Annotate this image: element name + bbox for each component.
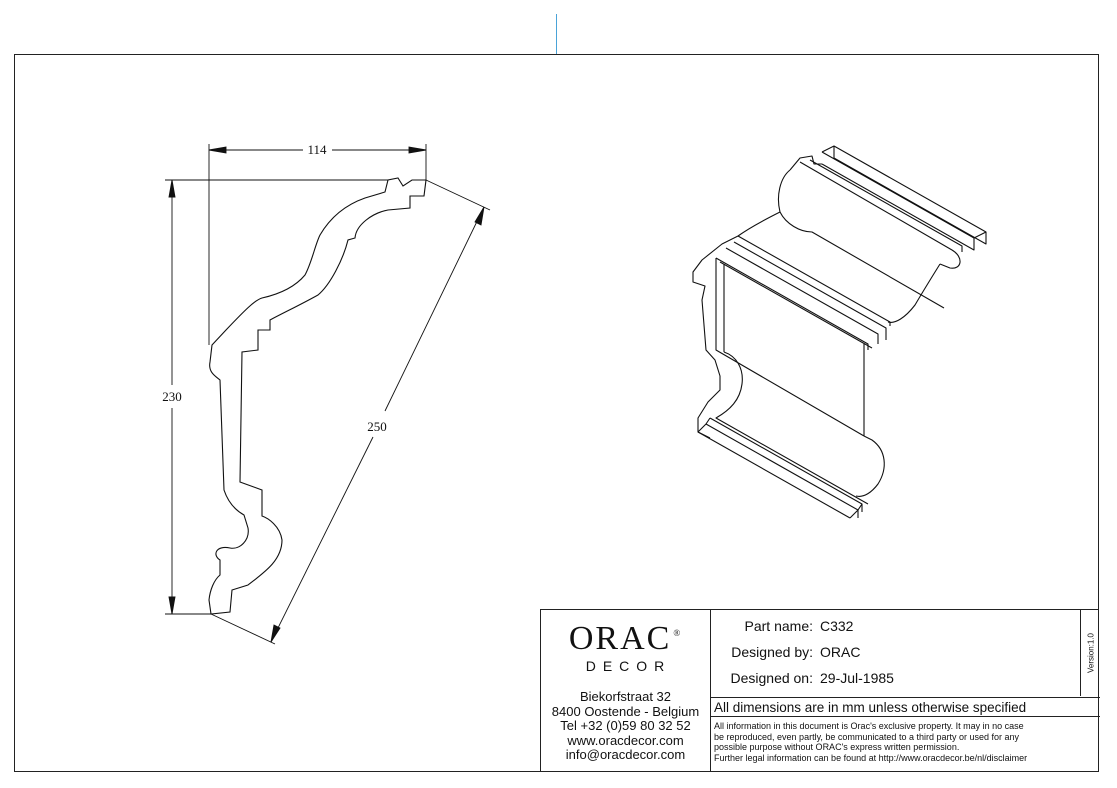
drawing-frame [14, 54, 1099, 772]
arrow-head [168, 179, 176, 198]
legal-line: be reproduced, even partly, be communica… [714, 731, 1020, 742]
version-cell: Version:1.0 [1080, 610, 1101, 696]
legal-line: Further legal information can be found a… [714, 752, 1028, 763]
orac-logo: ORAC® DECOR [541, 614, 710, 684]
logo-brand: ORAC [568, 620, 672, 657]
legal-notice: All information in this document is Orac… [714, 721, 1094, 763]
address-phone: Tel +32 (0)59 80 32 52 [560, 718, 691, 733]
dimension-width-label: 114 [307, 142, 327, 157]
ext-line-diag-top [425, 179, 491, 211]
address-street: Biekorfstraat 32 [579, 689, 672, 704]
logo-wordmark: ORAC® [541, 620, 710, 658]
designed-on-value: 29-Jul-1985 [820, 670, 894, 686]
designed-by-label: Designed by: [731, 644, 813, 660]
part-name-row: Part name: C332 [710, 618, 1080, 640]
designed-by-row: Designed by: ORAC [710, 644, 1080, 666]
part-name-value: C332 [820, 618, 854, 634]
version-label: Version:1.0 [1086, 632, 1096, 674]
registered-mark: ® [673, 628, 683, 638]
dimension-diagonal-label: 250 [367, 419, 387, 434]
dimension-height-label: 230 [162, 389, 182, 404]
arrow-head [208, 146, 227, 154]
dim-line-diag-a [384, 206, 485, 412]
legal-line: possible purpose without ORAC's express … [714, 742, 960, 753]
address-website[interactable]: www.oracdecor.com [567, 732, 684, 748]
ext-line-diag-bottom [210, 613, 276, 645]
dimension-lines [165, 144, 491, 645]
designed-by-value: ORAC [820, 644, 861, 660]
dimensions-note: All dimensions are in mm unless otherwis… [710, 697, 1100, 717]
company-address: Biekorfstraat 32 8400 Oostende - Belgium… [541, 689, 710, 763]
arrow-head [474, 206, 485, 226]
designed-on-row: Designed on: 29-Jul-1985 [710, 670, 1080, 692]
dim-line-diag-b [270, 436, 374, 643]
profile-section [208, 177, 427, 615]
part-info-panel: Part name: C332 Designed by: ORAC Design… [710, 610, 1100, 772]
title-block: ORAC® DECOR Biekorfstraat 32 8400 Oosten… [540, 609, 1101, 772]
address-email[interactable]: info@oracdecor.com [565, 747, 686, 762]
arrow-head [270, 624, 281, 643]
isometric-view [692, 145, 987, 519]
top-center-mark [556, 14, 557, 54]
company-panel: ORAC® DECOR Biekorfstraat 32 8400 Oosten… [541, 610, 711, 772]
part-name-label: Part name: [744, 618, 813, 634]
address-city: 8400 Oostende - Belgium [551, 703, 700, 719]
arrow-head [408, 146, 427, 154]
arrow-head [168, 596, 176, 615]
designed-on-label: Designed on: [730, 670, 813, 686]
logo-subtitle: DECOR [585, 658, 672, 674]
legal-line: All information in this document is Orac… [714, 721, 1024, 731]
